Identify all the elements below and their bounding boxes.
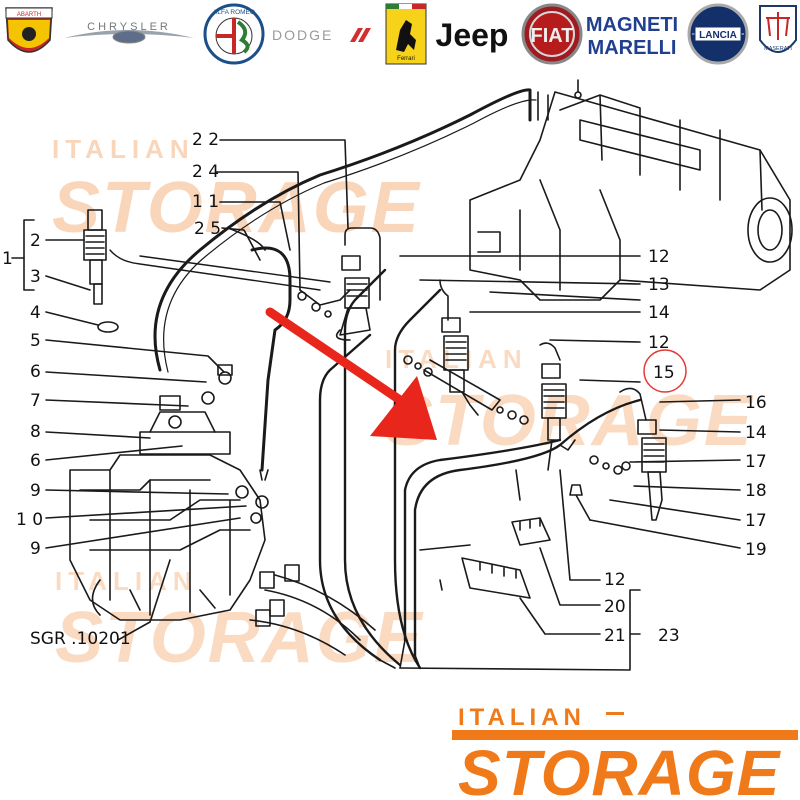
parts-drawing [11,79,793,671]
callout-8: 8 [30,422,41,442]
intake-manifold [469,79,793,301]
callout-18: 18 [745,481,767,501]
callout-4: 4 [30,303,41,323]
callout-17: 17 [745,452,767,472]
dodge-label: DODGE [272,27,333,43]
clip-part-20 [511,517,551,546]
callout-11: 1 1 [192,192,219,212]
fiat-label: FIAT [531,25,574,47]
drawing-reference-code: SGR .10201 [30,629,131,649]
callout-23: 23 [658,626,680,646]
brand-strip: ABARTH CHRYSLER ALFA ROMEO DODGE [5,3,797,65]
ferrari-label: Ferrari [397,56,415,62]
watermark-lower: ITALIAN STORAGE [55,566,424,678]
highlight-arrow [265,307,437,440]
callout-17-second: 17 [745,511,767,531]
watermark-storage-text: STORAGE [52,168,421,248]
group-bracket-1 [23,219,35,291]
callout-14-second: 14 [745,423,767,443]
abarth-label: ABARTH [17,12,41,18]
callout-2: 2 [30,231,41,251]
logo-italian-text: ITALIAN [458,704,586,731]
watermark-storage-text: STORAGE [385,381,754,461]
callout-24: 2 4 [192,162,219,182]
lancia-logo-icon: LANCIA [687,3,749,65]
washer-part-4 [97,321,119,333]
callout-15: 15 [653,363,675,383]
callout-1: 1 [2,249,13,269]
callout-numbers: 1 2 3 4 5 6 7 8 6 9 1 0 9 2 2 2 4 1 1 2 … [2,130,767,649]
callout-12-third: 12 [604,570,626,590]
maserati-label: MASERATI [764,46,792,52]
maserati-logo-icon: MASERATI [759,5,797,53]
callout-7: 7 [30,391,41,411]
callout-22: 2 2 [192,130,219,150]
injection-pump [69,364,269,621]
callout-5: 5 [30,331,41,351]
callout-12-second: 12 [648,333,670,353]
magneti-label: MAGNETI [586,14,678,36]
highlight-circle [643,349,687,393]
callout-6-second: 6 [30,451,41,471]
callout-21: 21 [604,626,626,646]
injector-part-13 [335,227,381,341]
chrysler-label: CHRYSLER [87,21,171,33]
fiat-logo-icon: FIAT [521,3,583,65]
dodge-logo-icon: DODGE [272,27,371,43]
callout-6: 6 [30,362,41,382]
callout-25: 2 5 [194,219,221,239]
jeep-logo-icon: Jeep [436,17,509,53]
callout-13: 13 [648,275,670,295]
italian-storage-logo: ITALIAN STORAGE [452,704,798,800]
injector-part-2 [83,209,107,305]
callout-12: 12 [648,247,670,267]
callout-19: 19 [745,540,767,560]
callout-14: 14 [648,303,670,323]
logo-storage-text: STORAGE [458,737,782,800]
alfa-romeo-label: ALFA ROMEO [213,9,255,16]
callout-9: 9 [30,481,41,501]
lancia-label: LANCIA [699,30,737,41]
jeep-label: Jeep [436,17,509,53]
alfa-romeo-logo-icon: ALFA ROMEO [203,3,265,65]
injector-part-17 [589,387,667,521]
injector-part-16 [496,342,576,471]
callout-20: 20 [604,597,626,617]
watermark-upper: ITALIAN STORAGE [52,134,421,248]
abarth-logo-icon: ABARTH [5,7,53,53]
callout-3: 3 [30,267,41,287]
injector-part-14 [403,279,501,416]
clip-part-21 [419,544,531,599]
marelli-label: MARELLI [588,37,677,59]
bolt-part-19 [569,484,591,521]
callout-10: 1 0 [16,510,43,530]
watermark-italian-text: ITALIAN [55,566,198,596]
callout-16: 16 [745,393,767,413]
watermark-italian-text: ITALIAN [52,134,195,164]
callout-9-second: 9 [30,539,41,559]
magneti-marelli-logo-icon: MAGNETI MARELLI [586,14,678,59]
ferrari-logo-icon: Ferrari [385,3,427,65]
chrysler-logo-icon: CHRYSLER [64,21,194,44]
watermark-middle: ITALIAN STORAGE [385,344,754,461]
watermark-italian-text: ITALIAN [385,344,528,374]
watermark-storage-text: STORAGE [55,598,424,678]
